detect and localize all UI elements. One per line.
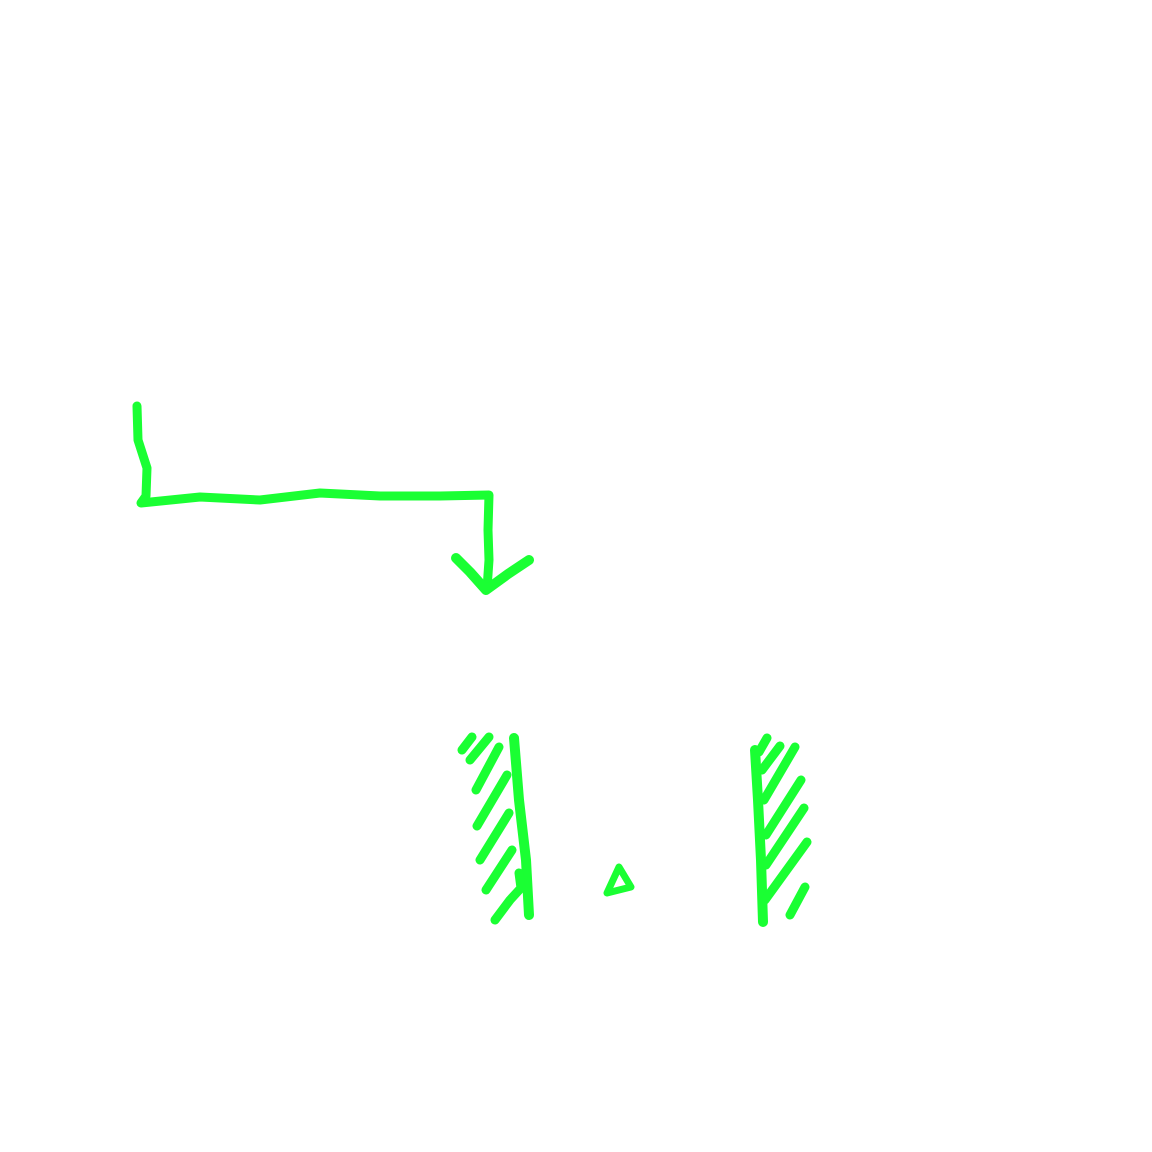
- arrow-shaft: [132, 401, 494, 594]
- bent-down-arrow: [132, 401, 534, 595]
- hatched-wall-left: [457, 732, 534, 925]
- right-wall-line: [750, 745, 768, 927]
- arrow-head: [451, 553, 534, 595]
- small-triangle-marker: [603, 863, 635, 897]
- right-wall-hatch: [754, 733, 812, 920]
- left-wall-line: [509, 733, 534, 920]
- hatched-wall-right: [750, 733, 812, 927]
- left-wall-hatch: [457, 732, 526, 925]
